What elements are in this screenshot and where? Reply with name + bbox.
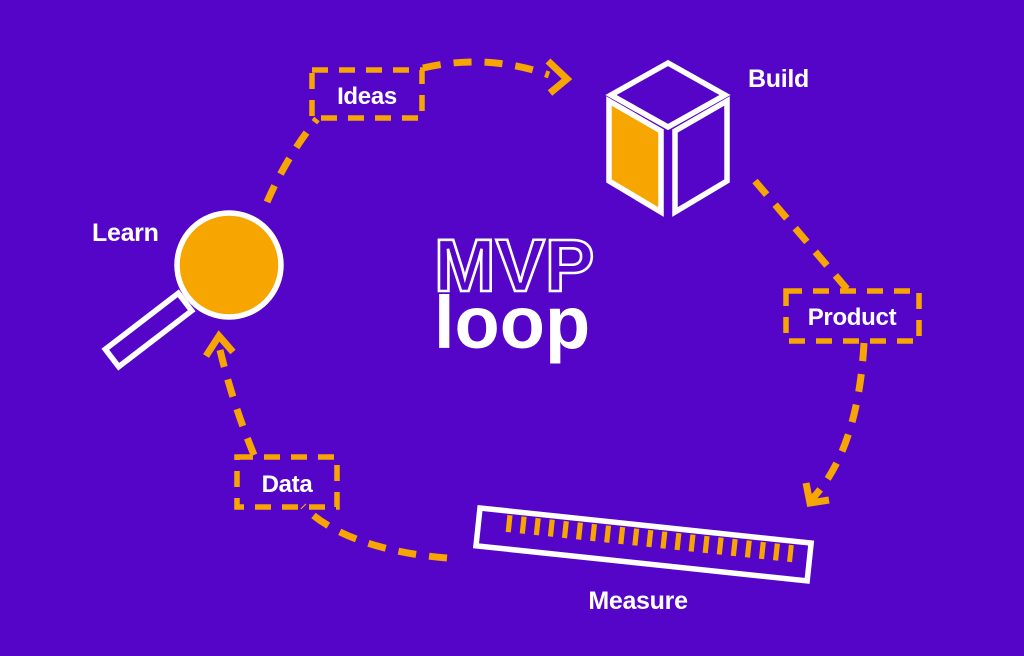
connector-learn-to-ideas (263, 116, 320, 204)
connector-ideas-to-build (422, 58, 551, 79)
product-dashed-box (783, 288, 922, 344)
connector-data-to-learn (216, 349, 258, 457)
connector-build-to-product (752, 178, 850, 292)
step-data: Data (234, 454, 340, 510)
page-title: MVP loop (433, 223, 596, 364)
data-label: Data (262, 471, 314, 498)
cube-left-face (606, 96, 664, 217)
build-label: Build (748, 65, 809, 93)
magnifier-lens (174, 210, 284, 320)
arrowhead-to-build-icon (545, 58, 573, 96)
magnifier-icon (101, 210, 284, 371)
arrowhead-to-measure-icon (802, 482, 830, 507)
step-product: Product (783, 288, 922, 344)
ideas-label: Ideas (337, 83, 397, 110)
cube-right-face (672, 96, 730, 217)
ruler-ticks (505, 514, 794, 563)
cube-icon (605, 59, 731, 217)
cube-top-face (605, 59, 731, 131)
step-ideas: Ideas (309, 67, 425, 121)
title-line1-outline: MVP (434, 224, 594, 307)
data-dashed-box (234, 454, 340, 510)
learn-label: Learn (92, 219, 159, 247)
title-line2-solid: loop (434, 281, 590, 364)
connector-measure-to-data (300, 503, 448, 562)
magnifier-handle (101, 289, 196, 371)
connector-product-to-measure (809, 342, 868, 502)
measure-label: Measure (588, 587, 688, 615)
product-label: Product (808, 304, 897, 331)
ruler-body (472, 504, 815, 584)
ruler-icon (472, 504, 815, 584)
arrowhead-to-learn-icon (203, 330, 236, 358)
ideas-dashed-box (309, 67, 425, 121)
